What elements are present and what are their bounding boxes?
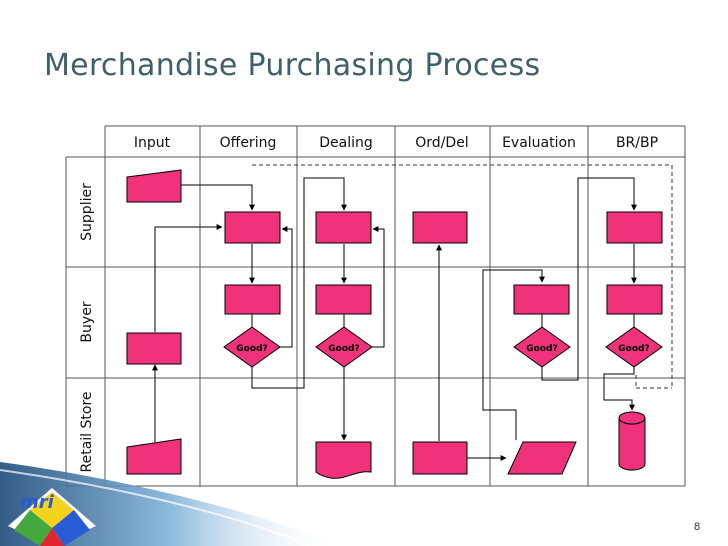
- connector-offering-loop: [280, 226, 293, 348]
- document-dealing-retail: [315, 441, 372, 479]
- slide-title: Merchandise Purchasing Process: [44, 48, 541, 83]
- lane-label-supplier: Supplier: [79, 183, 95, 241]
- decision-brbp: Good?: [605, 326, 663, 368]
- manual-input-retail: [126, 438, 182, 475]
- connector-input-buyer-supplier: [154, 224, 223, 332]
- process-offering-supplier: [224, 211, 281, 244]
- grid-frame: [65, 125, 686, 487]
- column-headers: Input Offering Dealing Ord/Del Evaluatio…: [134, 135, 658, 151]
- connector-eval-retail-up: [482, 269, 545, 440]
- process-input-buyer: [126, 332, 182, 365]
- mri-logo-text: mri: [20, 492, 55, 513]
- dashed-guides: [252, 164, 673, 389]
- column-header-br-bp: BR/BP: [616, 135, 658, 151]
- connector-offering-to-dealing: [251, 177, 347, 389]
- process-brbp-supplier: [606, 211, 663, 244]
- decision-diamonds: Good? Good? Good? Good?: [223, 326, 663, 368]
- lane-label-retail-store: Retail Store: [79, 391, 95, 472]
- database-brbp-retail: [618, 418, 646, 471]
- process-orddel-retail: [412, 441, 468, 475]
- decision-brbp-label: Good?: [618, 344, 649, 354]
- decorative-swoosh-line: [0, 469, 311, 546]
- process-orddel-supplier: [412, 211, 468, 244]
- column-header-offering: Offering: [220, 135, 277, 151]
- process-eval-buyer: [513, 284, 570, 315]
- connector-input-supplier: [181, 184, 255, 211]
- decision-evaluation: Good?: [513, 326, 571, 368]
- process-dealing-supplier: [315, 211, 372, 244]
- mri-logo: mri: [8, 488, 96, 546]
- connector-dealing-loop: [372, 226, 385, 348]
- decision-dealing-label: Good?: [328, 344, 359, 354]
- column-header-ord-del: Ord/Del: [415, 135, 468, 151]
- decision-offering: Good?: [223, 326, 281, 368]
- database-brbp-top: [618, 411, 646, 425]
- data-eval-retail: [507, 441, 577, 475]
- flow-shapes: [126, 169, 663, 479]
- lane-label-buyer: Buyer: [79, 301, 95, 342]
- process-brbp-buyer: [606, 284, 663, 315]
- column-header-dealing: Dealing: [319, 135, 373, 151]
- page-number: 8: [694, 521, 701, 533]
- connectors: [152, 177, 637, 461]
- column-header-evaluation: Evaluation: [502, 135, 576, 151]
- decision-evaluation-label: Good?: [526, 344, 557, 354]
- lane-labels: Supplier Buyer Retail Store: [79, 183, 95, 473]
- connector-eval-to-brbp: [541, 177, 637, 381]
- decision-dealing: Good?: [315, 326, 373, 368]
- column-header-input: Input: [134, 135, 171, 151]
- process-dealing-buyer: [315, 284, 372, 315]
- process-offering-buyer: [224, 284, 281, 315]
- connector-brbp-to-db: [603, 367, 635, 411]
- decision-offering-label: Good?: [236, 344, 267, 354]
- manual-input-supplier: [126, 169, 182, 203]
